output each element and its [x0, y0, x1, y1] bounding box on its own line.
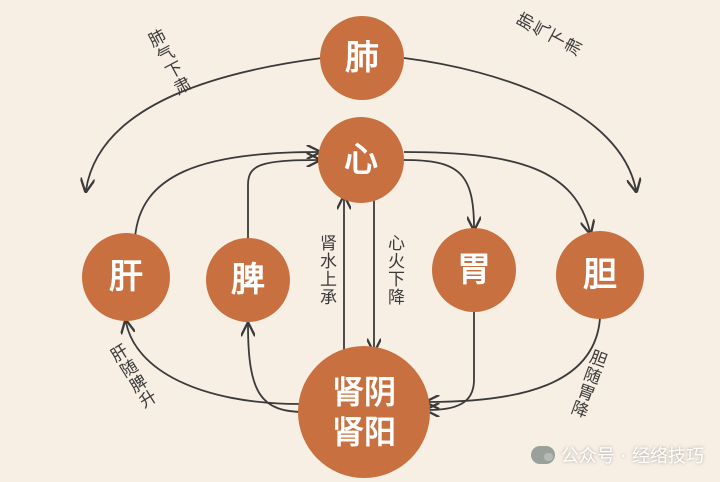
- edge-heart-to-gallbladder: [403, 151, 590, 232]
- edge-kidney-to-spleen: [248, 325, 306, 413]
- edge-lung-left-arc: [86, 57, 323, 190]
- node-kidney-label-yang: 肾阳: [332, 413, 396, 451]
- edge-spleen-to-heart: [247, 160, 318, 242]
- node-stomach-label: 胃: [457, 250, 491, 290]
- node-liver-label: 肝: [109, 257, 143, 297]
- edge-kidney-to-liver: [126, 322, 301, 405]
- edge-stomach-to-kidney: [428, 312, 475, 410]
- edge-gallbladder-to-kidney: [428, 317, 601, 402]
- edge-liver-to-heart: [134, 152, 318, 239]
- node-lung-label: 肺: [345, 38, 379, 78]
- label-kidney-water: 肾水上承: [316, 234, 336, 306]
- node-gallbladder: 胆: [556, 231, 644, 319]
- node-gallbladder-label: 胆: [583, 255, 617, 295]
- node-kidney: 肾阴 肾阳: [298, 346, 430, 478]
- node-heart-label: 心: [344, 140, 378, 180]
- label-heart-fire: 心火下降: [384, 234, 404, 306]
- edge-lung-right-arc: [403, 57, 636, 190]
- edge-heart-to-stomach: [403, 159, 474, 228]
- node-kidney-label-yin: 肾阴: [332, 373, 396, 411]
- node-lung: 肺: [320, 16, 404, 100]
- node-stomach: 胃: [432, 228, 516, 312]
- node-liver: 肝: [82, 233, 170, 321]
- node-spleen: 脾: [206, 238, 290, 322]
- watermark-text: 公众号 · 经络技巧: [560, 446, 704, 467]
- node-spleen-label: 脾: [231, 260, 265, 300]
- node-heart: 心: [318, 117, 404, 203]
- watermark: 公众号 · 经络技巧: [530, 442, 704, 468]
- wechat-icon: [530, 446, 555, 464]
